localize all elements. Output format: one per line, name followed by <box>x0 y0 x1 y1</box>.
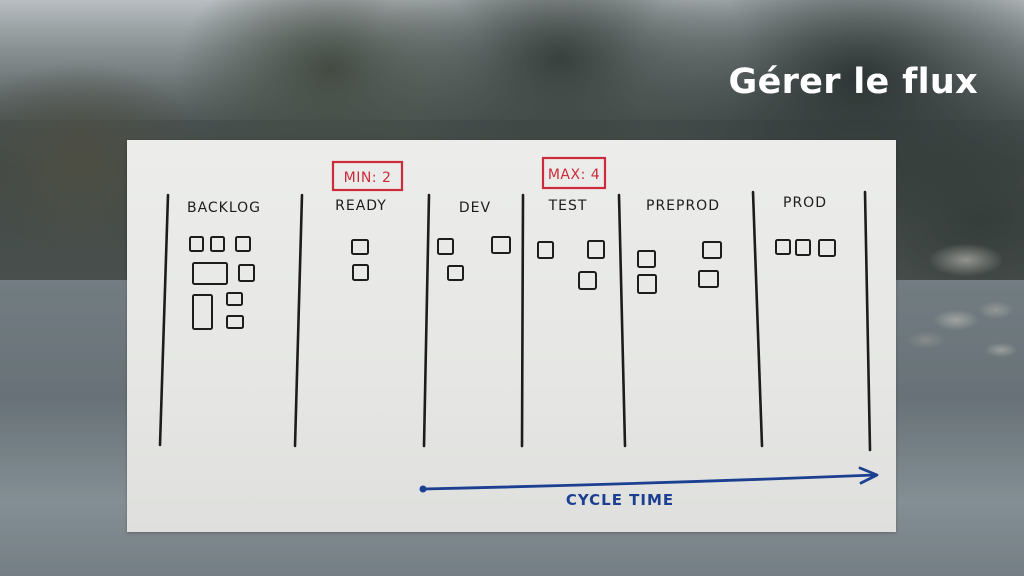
limit-min-ready: MIN: 2 <box>331 160 404 192</box>
limit-max-label: MAX: 4 <box>548 167 600 183</box>
column-label-backlog: BACKLOG <box>187 200 261 216</box>
card-dev <box>447 265 464 281</box>
card-backlog <box>235 236 251 252</box>
card-backlog <box>210 236 225 252</box>
card-prod <box>818 239 836 257</box>
card-ready <box>352 264 369 281</box>
limit-min-label: MIN: 2 <box>344 170 392 186</box>
column-dividers <box>158 190 872 452</box>
divider-line <box>751 190 764 448</box>
card-test <box>578 271 597 290</box>
cycle-time-label: CYCLE TIME <box>566 491 674 509</box>
column-labels: BACKLOG READY DEV TEST PREPROD PROD <box>187 195 827 216</box>
divider-line <box>863 190 872 452</box>
card-test <box>587 240 605 259</box>
arrow-head <box>858 466 879 485</box>
arrow-line <box>421 473 877 491</box>
divider-line <box>520 193 525 448</box>
limit-max-dev: MAX: 4 <box>541 156 607 190</box>
card-prod <box>775 239 791 255</box>
column-label-dev: DEV <box>459 200 491 216</box>
slide-title: Gérer le flux <box>728 62 978 102</box>
card-preprod <box>698 270 719 288</box>
column-label-preprod: PREPROD <box>646 198 720 214</box>
kanban-whiteboard: MIN: 2 MAX: 4 BACKLOG READY DEV TEST PRE… <box>127 140 896 532</box>
kanban-drawing: MIN: 2 MAX: 4 BACKLOG READY DEV TEST PRE… <box>158 156 879 509</box>
background-rocks <box>896 240 1024 370</box>
card-backlog <box>226 292 243 306</box>
card-preprod <box>637 250 656 268</box>
card-dev <box>437 238 454 255</box>
card-test <box>537 241 554 259</box>
card-backlog <box>238 264 255 282</box>
card-preprod <box>637 274 657 294</box>
card-prod <box>795 239 811 256</box>
work-items <box>189 236 836 330</box>
limit-max-box <box>541 156 607 190</box>
divider-line <box>293 193 304 448</box>
card-dev <box>491 236 511 254</box>
divider-line <box>158 193 170 447</box>
limit-min-box <box>331 160 404 192</box>
divider-line <box>422 193 431 448</box>
card-backlog <box>189 236 204 252</box>
card-preprod <box>702 241 722 259</box>
card-backlog <box>192 262 228 285</box>
card-backlog <box>192 294 213 330</box>
cycle-time-arrow: CYCLE TIME <box>419 466 879 509</box>
column-label-prod: PROD <box>783 195 827 211</box>
column-label-ready: READY <box>335 198 387 214</box>
divider-line <box>617 193 627 448</box>
column-label-test: TEST <box>548 198 588 214</box>
card-ready <box>351 239 369 255</box>
card-backlog <box>226 315 244 329</box>
